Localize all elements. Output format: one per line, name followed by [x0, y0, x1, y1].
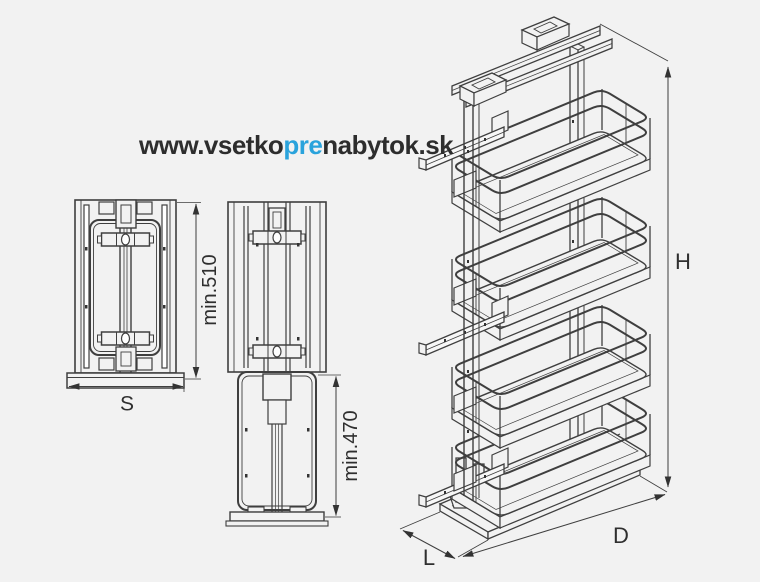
- basket-1: [451, 88, 651, 233]
- top-view-extended: [225, 201, 341, 527]
- top-bracket-front: [458, 72, 508, 107]
- dim-label-depth-min-closed: min.510: [199, 254, 221, 326]
- iso-view: [399, 16, 672, 559]
- watermark: www.vsetkoprenabytok.sk: [139, 130, 454, 161]
- top-view-closed: [66, 199, 201, 392]
- watermark-prefix: www.vsetko: [139, 130, 284, 160]
- dim-label-height: H: [675, 249, 691, 274]
- watermark-suffix: nabytok.sk: [322, 130, 454, 160]
- dim-label-extension-min: min.470: [340, 410, 362, 482]
- dim-label-width: L: [422, 545, 436, 570]
- watermark-highlight: pre: [283, 130, 323, 160]
- top-bracket-rear: [520, 16, 571, 51]
- dim-label-depth: D: [613, 523, 629, 548]
- dim-label-width-closed: S: [119, 392, 135, 416]
